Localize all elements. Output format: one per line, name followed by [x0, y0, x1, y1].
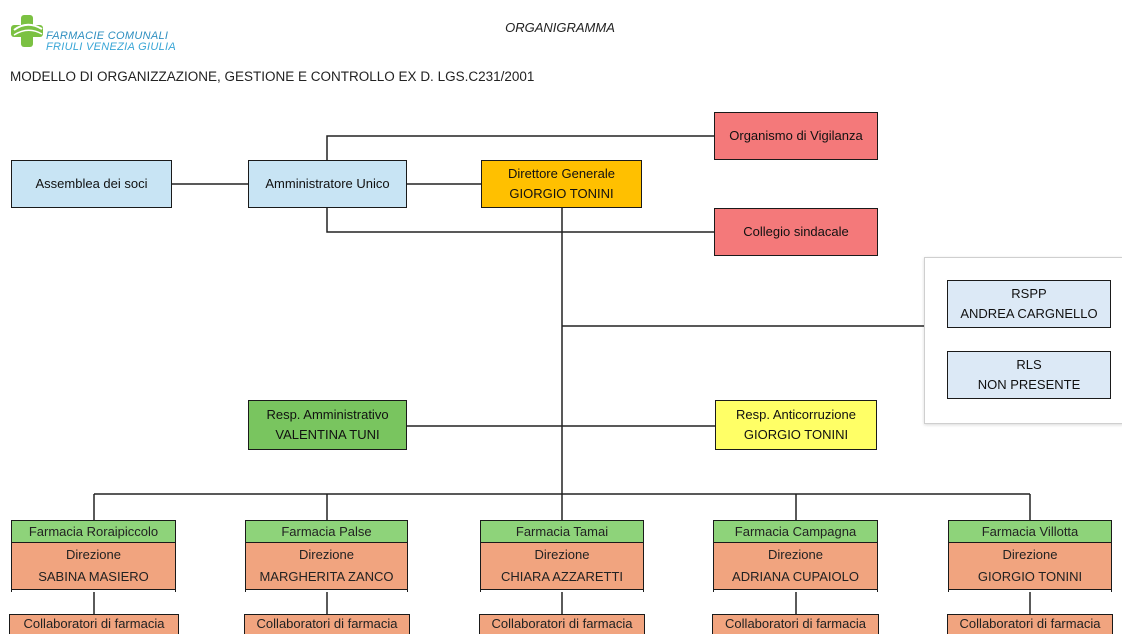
director-title: Direttore Generale: [508, 166, 615, 181]
document-subtitle: MODELLO DI ORGANIZZAZIONE, GESTIONE E CO…: [10, 69, 535, 84]
admin-responsible-name: VALENTINA TUNI: [275, 427, 380, 442]
anticorruption-title: Resp. Anticorruzione: [736, 407, 856, 422]
pharmacy-card: Farmacia Tamai Direzione CHIARA AZZARETT…: [480, 520, 644, 592]
pharmacy-head: SABINA MASIERO: [12, 566, 175, 590]
pharmacy-name: Farmacia Tamai: [481, 521, 643, 543]
pharmacy-card: Farmacia Villotta Direzione GIORGIO TONI…: [948, 520, 1112, 592]
rls-title: RLS: [1016, 357, 1042, 372]
pharmacy-role: Direzione: [12, 543, 175, 566]
auditors-label: Collegio sindacale: [743, 224, 849, 239]
pharmacy-role: Direzione: [246, 543, 407, 566]
vigilance-label: Organismo di Vigilanza: [729, 128, 863, 143]
pharmacy-role: Direzione: [714, 543, 877, 566]
pharmacy-staff: Collaboratori di farmacia: [947, 614, 1113, 634]
vigilance-box: Organismo di Vigilanza: [714, 112, 878, 160]
pharmacy-staff: Collaboratori di farmacia: [244, 614, 410, 634]
administrator-label: Amministratore Unico: [265, 176, 390, 191]
pharmacy-role: Direzione: [949, 543, 1111, 566]
administrator-box: Amministratore Unico: [248, 160, 407, 208]
pharmacy-head: MARGHERITA ZANCO: [246, 566, 407, 590]
pharmacy-head: GIORGIO TONINI: [949, 566, 1111, 590]
pharmacy-staff: Collaboratori di farmacia: [712, 614, 879, 634]
assembly-box: Assemblea dei soci: [11, 160, 172, 208]
pharmacy-name: Farmacia Villotta: [949, 521, 1111, 543]
document-title: ORGANIGRAMMA: [505, 20, 615, 35]
pharmacy-name: Farmacia Roraipiccolo: [12, 521, 175, 543]
director-box: Direttore Generale GIORGIO TONINI: [481, 160, 642, 208]
anticorruption-box: Resp. Anticorruzione GIORGIO TONINI: [715, 400, 877, 450]
pharmacy-role: Direzione: [481, 543, 643, 566]
director-name: GIORGIO TONINI: [509, 186, 614, 201]
auditors-box: Collegio sindacale: [714, 208, 878, 256]
pharmacy-name: Farmacia Campagna: [714, 521, 877, 543]
pharmacy-cross-icon: [11, 15, 43, 47]
rspp-box: RSPP ANDREA CARGNELLO: [947, 280, 1111, 328]
rls-box: RLS NON PRESENTE: [947, 351, 1111, 399]
company-logo: FARMACIE COMUNALI FRIULI VENEZIA GIULIA: [10, 12, 190, 53]
pharmacy-staff: Collaboratori di farmacia: [9, 614, 179, 634]
pharmacy-card: Farmacia Roraipiccolo Direzione SABINA M…: [11, 520, 176, 592]
anticorruption-name: GIORGIO TONINI: [743, 427, 849, 442]
logo-text: FARMACIE COMUNALI FRIULI VENEZIA GIULIA: [46, 31, 176, 53]
pharmacy-card: Farmacia Campagna Direzione ADRIANA CUPA…: [713, 520, 878, 592]
pharmacy-head: ADRIANA CUPAIOLO: [714, 566, 877, 590]
rspp-title: RSPP: [1011, 286, 1047, 301]
rls-name: NON PRESENTE: [977, 377, 1081, 392]
pharmacy-name: Farmacia Palse: [246, 521, 407, 543]
admin-responsible-title: Resp. Amministrativo: [266, 407, 389, 422]
rspp-name: ANDREA CARGNELLO: [960, 306, 1098, 321]
pharmacy-staff: Collaboratori di farmacia: [479, 614, 645, 634]
pharmacy-card: Farmacia Palse Direzione MARGHERITA ZANC…: [245, 520, 408, 592]
pharmacy-head: CHIARA AZZARETTI: [481, 566, 643, 590]
assembly-label: Assemblea dei soci: [35, 176, 148, 191]
logo-line-1: FARMACIE COMUNALI: [46, 30, 169, 42]
logo-line-2: FRIULI VENEZIA GIULIA: [46, 41, 176, 53]
admin-responsible-box: Resp. Amministrativo VALENTINA TUNI: [248, 400, 407, 450]
